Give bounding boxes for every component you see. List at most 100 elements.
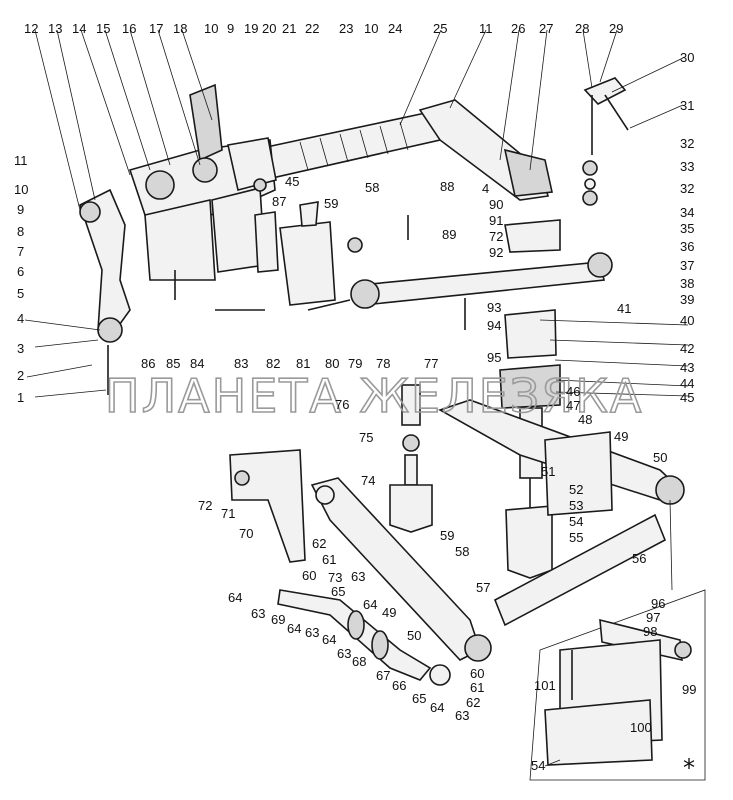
callout-62a: 62 [312,536,326,551]
callout-48: 48 [578,412,592,427]
small-parts [174,178,466,330]
callout-91: 91 [489,213,503,228]
callout-11b: 11 [14,153,28,168]
upper-link [350,252,613,309]
callout-23: 23 [339,21,353,36]
top-right-pins [504,77,629,253]
callout-9a: 9 [227,21,234,36]
callout-87: 87 [272,194,286,209]
callout-54a: 54 [569,514,583,529]
callout-54b: 54 [531,758,545,773]
callout-64d: 64 [363,597,377,612]
callout-64b: 64 [287,621,301,636]
callout-65a: 65 [331,584,345,599]
callout-64c: 64 [322,632,336,647]
callout-35: 35 [680,221,694,236]
leader-lines [24,29,689,767]
callout-82: 82 [266,356,280,371]
callout-22: 22 [305,21,319,36]
callout-46: 46 [566,384,580,399]
callout-56: 56 [632,551,646,566]
callout-8: 8 [17,224,24,239]
callout-58a: 58 [365,180,379,195]
stabilizer-chain [277,589,451,686]
callout-61b: 61 [470,680,484,695]
callout-10c: 10 [14,182,28,197]
callout-96: 96 [651,596,665,611]
left-lower-link [310,477,492,662]
callout-75: 75 [359,430,373,445]
callout-6: 6 [17,264,24,279]
callout-28: 28 [575,21,589,36]
callout-89: 89 [442,227,456,242]
callout-64a: 64 [228,590,242,605]
callout-72b: 72 [198,498,212,513]
callout-95: 95 [487,350,501,365]
callout-40: 40 [680,313,694,328]
callout-94: 94 [487,318,501,333]
callout-27: 27 [539,21,553,36]
callout-11a: 11 [479,21,493,36]
callout-4b: 4 [482,181,489,196]
callout-52: 52 [569,482,583,497]
callout-50a: 50 [653,450,667,465]
callout-32a: 32 [680,136,694,151]
callout-98: 98 [643,624,657,639]
callout-34: 34 [680,205,694,220]
callout-80: 80 [325,356,339,371]
callout-21: 21 [282,21,296,36]
callout-10b: 10 [364,21,378,36]
callout-37: 37 [680,258,694,273]
callout-86: 86 [141,356,155,371]
callout-36: 36 [680,239,694,254]
drawbar-bracket [229,449,306,563]
callout-67: 67 [376,668,390,683]
right-lower-link [438,399,685,627]
callout-63b: 63 [251,606,265,621]
callout-29: 29 [609,21,623,36]
callout-15: 15 [96,21,110,36]
callout-1: 1 [17,390,24,405]
callout-45a: 45 [285,174,299,189]
left-lift-arm [79,188,131,395]
callout-63d: 63 [337,646,351,661]
callout-26: 26 [511,21,525,36]
callout-92: 92 [489,245,503,260]
callout-42: 42 [680,341,694,356]
callout-49b: 49 [382,605,396,620]
callout-49a: 49 [614,429,628,444]
callout-5: 5 [17,286,24,301]
callout-68: 68 [352,654,366,669]
callout-71: 71 [221,506,235,521]
callout-64e: 64 [430,700,444,715]
callout-81: 81 [296,356,310,371]
callout-63e: 63 [455,708,469,723]
callout-62b: 62 [466,695,480,710]
inset-marker: * [683,754,695,782]
callout-labels: 12 13 14 15 16 17 18 10 9 19 20 21 22 23… [14,21,696,773]
callout-78: 78 [376,356,390,371]
callout-24: 24 [388,21,402,36]
callout-9b: 9 [17,202,24,217]
callout-76: 76 [335,397,349,412]
callout-3: 3 [17,341,24,356]
callout-88: 88 [440,179,454,194]
callout-17: 17 [149,21,163,36]
callout-33: 33 [680,159,694,174]
callout-65b: 65 [412,691,426,706]
callout-57: 57 [476,580,490,595]
left-bracket-assembly [128,83,277,281]
callout-12: 12 [24,21,38,36]
callout-43: 43 [680,360,694,375]
callout-93: 93 [487,300,501,315]
clevis-fork [389,384,433,533]
callout-60a: 60 [302,568,316,583]
callout-19: 19 [244,21,258,36]
callout-4a: 4 [17,311,24,326]
callout-47: 47 [566,398,580,413]
callout-25: 25 [433,21,447,36]
callout-97: 97 [646,610,660,625]
callout-41: 41 [617,301,631,316]
watermark-text: ПЛАНЕТА ЖЕЛЕЗЯКА [105,369,643,423]
callout-58b: 58 [455,544,469,559]
